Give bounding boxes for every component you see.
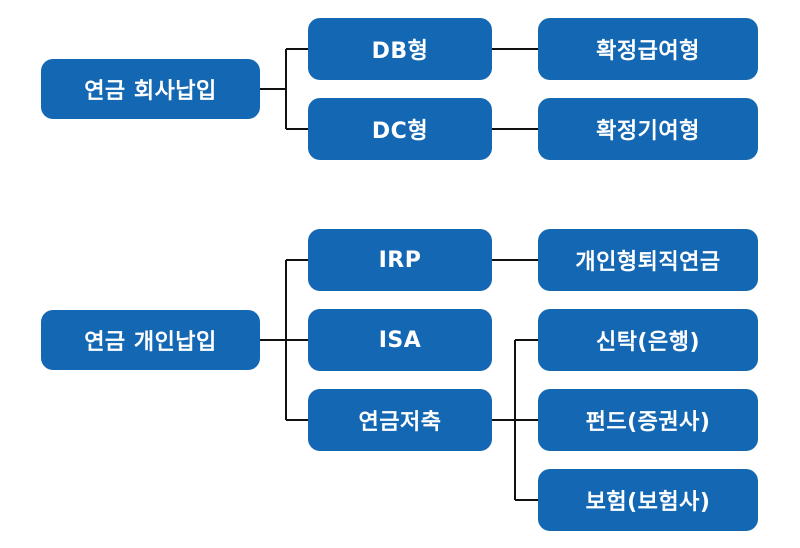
connector-personal-branch — [285, 259, 308, 421]
node-dc-type: DC형 — [308, 98, 492, 160]
connector-savings-to-children — [492, 339, 538, 501]
connector-company-branch — [285, 48, 308, 130]
node-irp: IRP — [308, 229, 492, 291]
node-defined-benefit: 확정급여형 — [538, 18, 758, 80]
node-fund-securities: 펀드(증권사) — [538, 389, 758, 451]
node-isa: ISA — [308, 309, 492, 371]
node-db-type: DB형 — [308, 18, 492, 80]
node-individual-retirement-pension: 개인형퇴직연금 — [538, 229, 758, 291]
node-company-root: 연금 회사납입 — [41, 59, 260, 119]
node-personal-root: 연금 개인납입 — [41, 310, 260, 370]
node-pension-savings: 연금저축 — [308, 389, 492, 451]
node-defined-contribution: 확정기여형 — [538, 98, 758, 160]
node-trust-bank: 신탁(은행) — [538, 309, 758, 371]
node-insurance-insurer: 보험(보험사) — [538, 469, 758, 531]
